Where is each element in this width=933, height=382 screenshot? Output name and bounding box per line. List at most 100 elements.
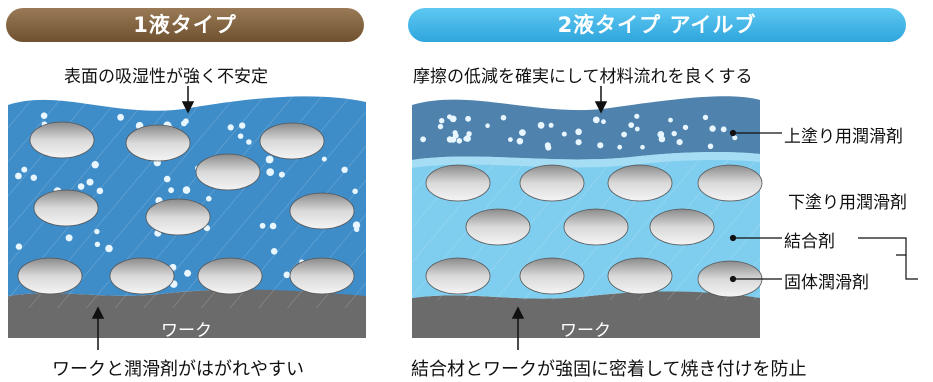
label-top-coat: 上塗り用潤滑剤 [784,122,903,147]
top-coat-dot [545,144,552,151]
lubricant-dot [77,183,85,190]
right-title-banner: 2液タイプ アイルブ [408,8,906,42]
solid-particle [465,208,531,246]
lubricant-dot [94,228,100,235]
lubricant-dot [168,187,175,194]
solid-particle [697,164,763,202]
lubricant-dot [206,195,212,202]
top-coat-dot [707,143,714,150]
right-solid-particles [425,164,763,298]
top-coat-dot [628,122,635,128]
left-top-arrow [181,86,195,114]
top-coat-dot [640,144,645,150]
top-coat-dot [465,115,471,122]
top-coat-dot [617,144,623,150]
lubricant-dot [278,171,285,178]
right-top-dots [420,113,738,151]
solid-particle [259,122,325,160]
lubricant-dot [96,187,104,195]
right-top-caption: 摩擦の低減を確実にして材料流れを良くする [413,67,753,87]
label-under-coat: 下塗り用潤滑剤 [788,188,907,213]
lubricant-dot [269,222,277,230]
solid-particle [519,164,585,202]
right-title: 2液タイプ アイルブ [557,13,757,37]
solid-particle [197,257,263,295]
solid-particle [17,257,83,295]
top-coat-dot [720,126,727,133]
right-substrate-label: ワーク [560,321,611,341]
top-coat-dot [732,135,738,141]
lubricant-dot [341,166,348,173]
top-coat-dot [575,139,582,146]
top-coat-dot [508,137,513,143]
lubricant-dot [266,168,275,177]
lubricant-dot [163,175,171,183]
lubricant-dot [321,156,327,162]
top-coat-dot [702,114,709,121]
lubricant-dot [354,226,360,232]
top-coat-dot [500,114,507,121]
lubricant-dot [21,166,28,173]
solid-particle [289,257,355,295]
solid-particle [33,189,99,227]
lubricant-dot [239,122,246,129]
left-bottom-arrow [91,306,105,350]
top-coat-dot [575,128,582,136]
lubricant-dot [94,241,101,247]
top-coat-dot [658,135,666,143]
lubricant-dot [265,155,274,164]
lubricant-dot [15,172,22,180]
solid-particle [195,153,261,191]
top-coat-dot [548,122,554,128]
top-coat-dot [709,125,716,132]
left-bottom-caption: ワークと潤滑剤がはがれやすい [52,359,304,380]
top-coat-dot [439,118,445,124]
top-coat-dot [452,132,459,139]
top-coat-dot [671,130,677,137]
top-coat-dot [597,142,604,149]
solid-particle [607,164,673,202]
lubricant-dot [181,120,187,127]
right-panel-diagram [412,96,763,338]
top-coat-dot [447,114,452,120]
lubricant-dot [86,178,94,186]
top-coat-dot [621,131,627,138]
left-panel-diagram [8,96,366,338]
top-coat-dot [601,119,606,125]
top-coat-dot [592,116,600,124]
top-coat-dot [463,136,468,142]
top-coat-dot [519,129,526,137]
top-coat-dot [466,131,472,137]
top-coat-dot [561,131,567,137]
top-coat-dot [485,123,490,128]
top-coat-dot [634,126,640,132]
lubricant-dot [352,188,358,195]
solid-particle [649,208,715,246]
top-coat-dot [516,137,524,145]
left-title: 1液タイプ [133,13,237,37]
lubricant-dot [30,174,37,181]
right-top-layer [412,96,760,160]
lubricant-dot [15,243,23,250]
label-binder: 結合剤 [784,227,835,252]
solid-particle [519,257,585,295]
left-substrate-label: ワーク [161,321,212,341]
left-title-banner: 1液タイプ [6,8,364,42]
lubricant-dot [352,221,361,229]
right-bottom-arrow [511,306,525,350]
top-coat-dot [446,136,453,143]
lubricant-dot [184,269,192,277]
top-coat-dot [634,113,640,119]
top-coat-dot [668,117,673,123]
solid-particle [425,164,491,202]
lubricant-dot [259,222,266,229]
top-coat-dot [437,123,444,130]
lubricant-dot [237,133,244,139]
right-bottom-caption: 結合材とワークが強固に密着して焼き付けを防止 [411,359,807,380]
top-coat-dot [456,138,463,144]
lubricant-dot [117,113,124,121]
top-coat-dot [420,136,426,143]
solid-particle [145,198,211,236]
solid-particle [563,208,629,246]
top-coat-dot [682,124,689,131]
